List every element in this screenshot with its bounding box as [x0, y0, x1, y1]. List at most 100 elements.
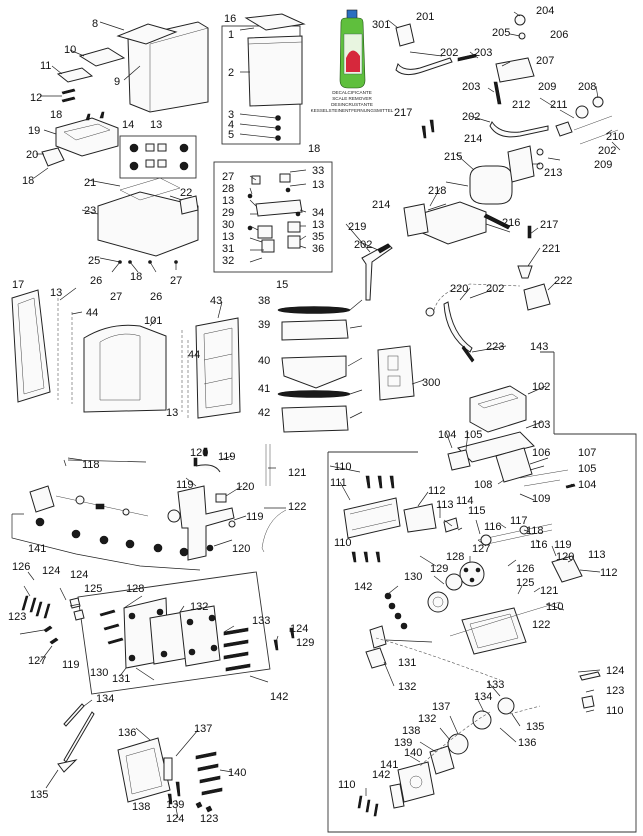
callout-225: 142: [270, 691, 288, 703]
callout-112a: 113: [436, 499, 454, 511]
part-box-143: [327, 351, 637, 833]
callout-205: 122: [288, 501, 306, 513]
callout-107: 108: [474, 479, 492, 491]
callout-9: 9: [114, 76, 120, 88]
callout-219: 136: [118, 727, 136, 739]
callout-11: 11: [40, 60, 51, 72]
boiler-315-part: [469, 165, 513, 205]
ring-132-part: [497, 697, 515, 715]
bracket-110-part: [343, 497, 401, 539]
callout-14: 14: [122, 119, 134, 131]
tray-41-part: [281, 405, 349, 433]
callout-223: 140: [228, 767, 246, 779]
lid-1-part: [244, 13, 306, 31]
callout-8: 8: [92, 18, 98, 30]
callout-22: 22: [180, 187, 192, 199]
callout-309a: 209: [538, 81, 556, 93]
tube-320-part: [433, 283, 521, 311]
callout-131b: 132: [418, 713, 436, 725]
callout-114: 115: [468, 505, 486, 517]
drip-plate-121-part: [461, 607, 527, 655]
callout-15: 15: [276, 279, 288, 291]
callout-41: 42: [258, 407, 270, 419]
callout-202d: 119: [62, 659, 80, 671]
callout-112b: 113: [588, 549, 606, 561]
front-cover-44-part: [83, 324, 167, 413]
callout-39: 40: [258, 355, 270, 367]
callout-32: 32: [222, 255, 234, 267]
callout-127: 128: [446, 551, 464, 563]
lever-111-part: [403, 503, 437, 533]
grille-40-part: [277, 390, 351, 398]
box-15-contents: [247, 169, 307, 263]
callout-217: 134: [96, 693, 114, 705]
callout-142: 142: [354, 581, 372, 593]
callout-124: 125: [516, 577, 534, 589]
callout-307: 207: [536, 55, 554, 67]
callout-130: 131: [398, 657, 416, 669]
callout-220: 137: [194, 723, 212, 735]
bar-104-part: [447, 449, 471, 471]
callout-115a: 116: [484, 521, 502, 533]
callout-13e: 13: [222, 231, 234, 243]
drip-tray-group: [81, 177, 199, 273]
callout-136: 137: [432, 701, 450, 713]
callout-131a: 132: [398, 681, 416, 693]
callout-500: 301: [372, 19, 390, 31]
callout-133: 134: [474, 691, 492, 703]
part-box-225: [77, 571, 271, 695]
side-panel-17-part: [11, 289, 51, 403]
callout-204: 121: [288, 467, 306, 479]
callout-33: 33: [312, 165, 324, 177]
callout-13d: 13: [312, 219, 324, 231]
callout-37: 38: [258, 295, 270, 307]
descaler-bottle-500: DECALCIFICANTE SCALE REMOVER DESINCRUSTA…: [311, 9, 394, 113]
drip-tray-23-part: [97, 191, 199, 257]
screw-12a: [61, 88, 76, 95]
callout-135: 136: [518, 737, 536, 749]
callout-207c: 124: [290, 623, 308, 635]
callout-10: 10: [64, 44, 76, 56]
callout-305: 205: [492, 27, 510, 39]
callout-201: 118: [82, 459, 100, 471]
screw-12b: [61, 96, 76, 103]
callout-2: 2: [228, 67, 234, 79]
callout-303a: 203: [474, 47, 492, 59]
callout-110: 111: [330, 477, 347, 489]
grille-tray-group: [277, 299, 363, 433]
callout-128: 129: [430, 563, 448, 575]
base-318-part: [419, 201, 487, 245]
callout-302a: 202: [440, 47, 458, 59]
bottle-label-line1: DECALCIFICANTE: [332, 90, 372, 95]
callout-118: 119: [554, 539, 572, 551]
brew-unit-group: [329, 385, 601, 817]
steam-wand-302-part: [361, 243, 393, 301]
callout-222: 139: [166, 799, 184, 811]
callout-20: 20: [26, 149, 38, 161]
callout-36: 36: [312, 243, 324, 255]
callout-13g: 13: [166, 407, 178, 419]
callout-104b: 105: [578, 463, 596, 475]
callout-139: 140: [404, 747, 422, 759]
callout-302d: 202: [354, 239, 372, 251]
housing-140-part: [397, 761, 435, 803]
callout-129: 130: [404, 571, 422, 583]
callout-314b: 214: [372, 199, 390, 211]
base-plate-219-part: [117, 737, 171, 803]
callout-123: 124: [606, 665, 624, 677]
label-sticker-400: [377, 345, 425, 401]
callout-109c: 110: [546, 601, 564, 613]
callout-320: 220: [450, 283, 468, 295]
bottle-label-line2: SCALE REMOVER: [332, 96, 372, 101]
callout-304: 204: [536, 5, 554, 17]
callout-labels: 8 16 1 10 11 9 2 12 3 18 4 14 13 19 5 20…: [8, 5, 624, 825]
callout-132: 133: [486, 679, 504, 691]
callout-21: 21: [84, 177, 96, 189]
bracket-20-part: [41, 147, 65, 167]
callout-109d: 110: [606, 705, 624, 717]
callout-109b: 110: [334, 537, 352, 549]
callout-210: 127: [28, 655, 46, 667]
callout-44: 101: [144, 315, 162, 327]
callout-103a: 104: [438, 429, 456, 441]
